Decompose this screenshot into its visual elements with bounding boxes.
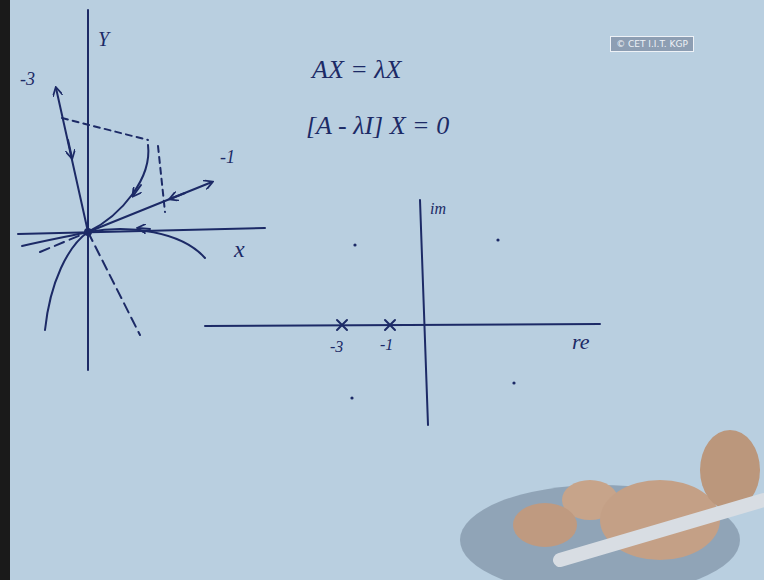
eigenvalue-cross	[385, 320, 395, 330]
equation: AX = λX	[312, 56, 401, 85]
real-axis	[205, 324, 600, 326]
eigenvalue-label: -1	[220, 148, 235, 168]
eigenvalue-cross	[337, 320, 347, 330]
stray-dots	[350, 238, 515, 399]
projection-line	[62, 118, 148, 140]
trajectory-arrow	[170, 193, 185, 199]
y-axis	[87, 10, 89, 370]
eigenvector-slow	[88, 182, 212, 232]
eigenvector-fast	[56, 88, 88, 232]
trajectory-arrow	[138, 228, 150, 229]
hand-with-pen	[460, 430, 764, 580]
eigenline-extension	[88, 232, 140, 335]
frame-edge	[0, 0, 10, 580]
axis-label: im	[430, 200, 446, 218]
trajectory	[45, 232, 88, 330]
axis-label: re	[572, 330, 590, 354]
axis-label: x	[234, 236, 245, 262]
eigenline-extension	[40, 232, 88, 252]
phase-portrait	[18, 10, 265, 370]
trajectory-arrow	[68, 140, 72, 158]
trajectory	[88, 229, 205, 258]
trajectory	[22, 232, 88, 246]
eigenvalue-label: -3	[330, 338, 343, 356]
imaginary-axis	[420, 200, 428, 425]
projection-line	[158, 146, 165, 212]
watermark: © CET I.I.T. KGP	[610, 36, 694, 52]
axis-label: Y	[98, 28, 109, 50]
complex-plane	[205, 200, 600, 425]
origin-point	[85, 229, 91, 235]
eigenvalue-label: -3	[20, 70, 35, 90]
trajectory	[88, 145, 148, 232]
trajectory-arrow	[133, 185, 141, 196]
equation: [A - λI] X = 0	[306, 112, 449, 141]
eigenvalue-label: -1	[380, 336, 393, 354]
